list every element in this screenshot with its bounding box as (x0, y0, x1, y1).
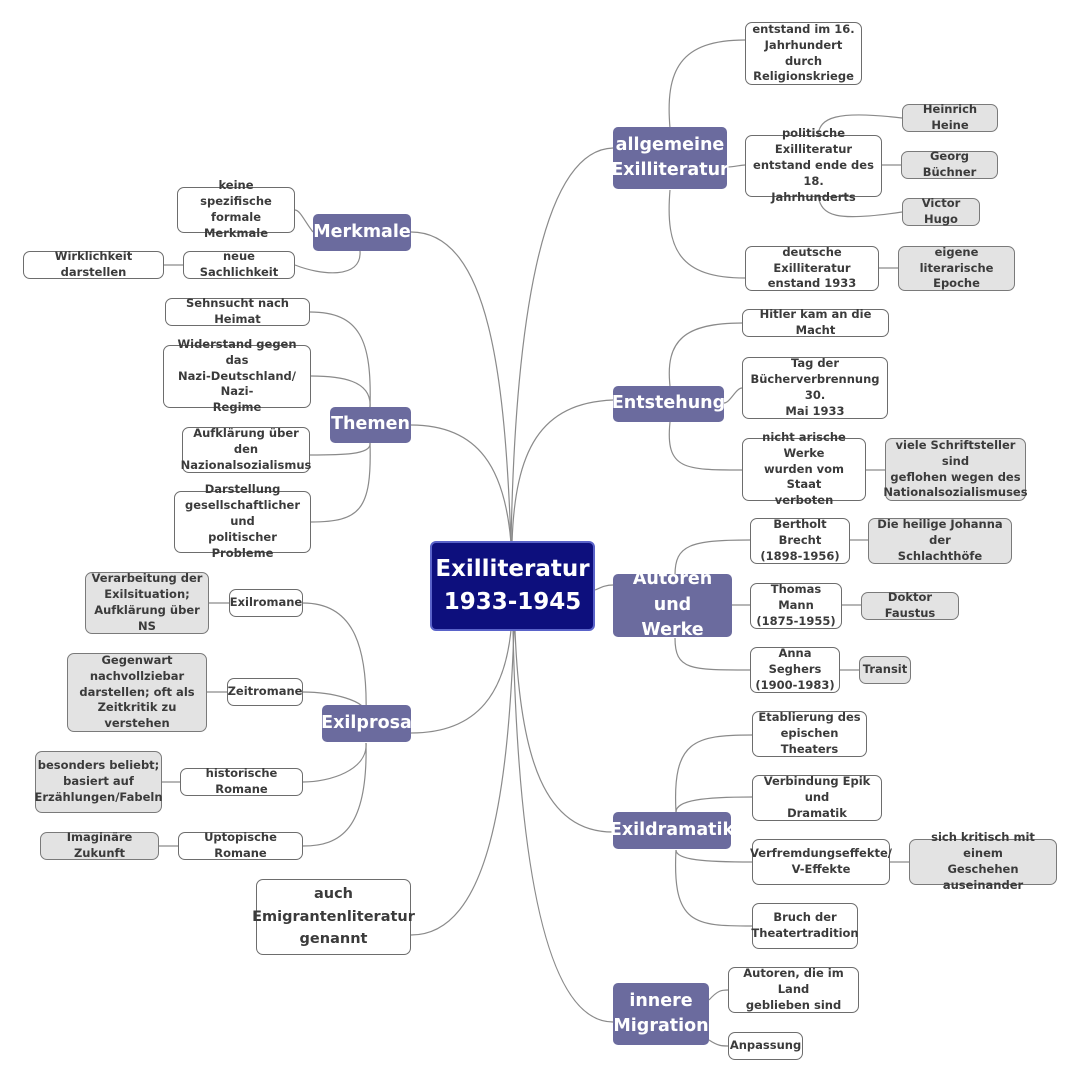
topic-exildramatik[interactable]: Exildramatik (610, 812, 734, 849)
link-pro-1 (302, 602, 367, 716)
link-allg-2 (726, 164, 746, 168)
detail-verarbeitung-exilsituation[interactable]: Verarbeitung der Exilsituation; Aufkläru… (85, 571, 209, 634)
topic-entstehung[interactable]: Entstehung (612, 386, 725, 422)
subtopic-darstellung-probleme[interactable]: Darstellung gesellschaftlicher und polit… (174, 482, 311, 560)
link-dram-2 (675, 796, 753, 813)
subtopic-uptopische-romane[interactable]: Uptopische Romane (178, 830, 303, 860)
subtopic-hitler-macht[interactable]: Hitler kam an die Macht (742, 307, 889, 337)
link-auch (410, 629, 515, 936)
subtopic-autoren-im-land[interactable]: Autoren, die im Land geblieben sind (728, 966, 859, 1013)
link-dram-3 (675, 849, 753, 863)
subtopic-politische-exilliteratur[interactable]: politische Exilliteratur entstand ende d… (745, 126, 882, 204)
detail-schriftsteller-geflohen[interactable]: viele Schriftsteller sind geflohen wegen… (883, 437, 1028, 501)
link-them-3 (309, 442, 371, 456)
subtopic-episches-theater[interactable]: Etablierung des epischen Theaters (752, 710, 867, 757)
link-pro-4 (302, 742, 367, 847)
work-heilige-johanna[interactable]: Die heilige Johanna der Schlachthöfe (868, 517, 1012, 564)
link-allgemeine (510, 147, 614, 544)
link-ent-2 (723, 387, 743, 404)
subtopic-anpassung[interactable]: Anpassung (728, 1032, 803, 1060)
link-allg-1 (668, 39, 746, 129)
link-inn-1 (708, 989, 729, 1001)
detail-imaginaere-zukunft[interactable]: Imaginäre Zukunft (40, 830, 159, 860)
link-merkmale (410, 231, 512, 544)
work-transit[interactable]: Transit (859, 656, 911, 684)
subtopic-bruch-theatertradition[interactable]: Bruch der Theatertradition (751, 903, 859, 949)
person-heinrich-heine[interactable]: Heinrich Heine (902, 102, 998, 132)
note-emigrantenliteratur[interactable]: auch Emigrantenliteratur genannt (252, 879, 415, 955)
subtopic-verfremdungseffekte[interactable]: Verfremdungseffekte/ V-Effekte (750, 839, 892, 885)
subtopic-epik-dramatik[interactable]: Verbindung Epik und Dramatik (752, 774, 882, 821)
detail-wirklichkeit-darstellen[interactable]: Wirklichkeit darstellen (23, 249, 164, 279)
author-seghers[interactable]: Anna Seghers (1900-1983) (750, 646, 840, 693)
link-them-4 (310, 442, 371, 523)
subtopic-zeitromane[interactable]: Zeitromane (227, 678, 303, 706)
subtopic-exilromane[interactable]: Exilromane (229, 589, 303, 617)
link-dram-1 (674, 734, 753, 813)
subtopic-16-jahrhundert[interactable]: entstand im 16. Jahrhundert durch Religi… (745, 22, 862, 85)
link-ent-1 (668, 322, 743, 387)
link-themen (410, 424, 512, 544)
link-exildramatik (514, 629, 614, 833)
subtopic-keine-merkmale[interactable]: keine spezifische formale Merkmale (177, 178, 295, 240)
detail-kritisch-auseinander[interactable]: sich kritisch mit einem Geschehen ausein… (909, 830, 1057, 892)
topic-exilprosa[interactable]: Exilprosa (321, 705, 412, 742)
link-them-2 (310, 375, 371, 408)
link-exilprosa (410, 629, 512, 734)
subtopic-neue-sachlichkeit[interactable]: neue Sachlichkeit (183, 249, 295, 279)
link-pro-3 (302, 742, 367, 783)
link-entstehung (511, 399, 614, 544)
link-innere (512, 629, 614, 1023)
topic-autoren-und-werke[interactable]: Autoren und Werke (613, 569, 732, 640)
subtopic-historische-romane[interactable]: historische Romane (180, 766, 303, 796)
link-them-1 (309, 311, 371, 408)
subtopic-nicht-arische-werke[interactable]: nicht arische Werke wurden vom Staat ver… (742, 430, 866, 507)
detail-gegenwart-zeitkritik[interactable]: Gegenwart nachvollziebar darstellen; oft… (67, 653, 207, 732)
detail-besonders-beliebt[interactable]: besonders beliebt; basiert auf Erzählung… (35, 751, 163, 813)
central-topic[interactable]: Exilliteratur 1933-1945 (430, 541, 595, 631)
subtopic-deutsche-exilliteratur[interactable]: deutsche Exilliteratur enstand 1933 (745, 245, 879, 291)
subtopic-sehnsucht-heimat[interactable]: Sehnsucht nach Heimat (165, 296, 310, 326)
link-merk-1 (294, 209, 314, 233)
topic-innere-migration[interactable]: innere Migration (613, 983, 709, 1045)
person-victor-hugo[interactable]: Victor Hugo (902, 196, 980, 226)
work-doktor-faustus[interactable]: Doktor Faustus (861, 590, 959, 620)
link-merk-2 (294, 250, 361, 274)
person-georg-buechner[interactable]: Georg Büchner (901, 149, 998, 179)
author-brecht[interactable]: Bertholt Brecht (1898-1956) (750, 517, 850, 564)
link-autoren (594, 584, 614, 591)
subtopic-widerstand[interactable]: Widerstand gegen das Nazi-Deutschland/ N… (163, 337, 311, 414)
link-allg-3 (668, 189, 746, 279)
author-mann[interactable]: Thomas Mann (1875-1955) (750, 582, 842, 629)
subtopic-aufklaerung[interactable]: Aufklärung über den Nazionalsozialismus (180, 426, 312, 473)
link-inn-2 (708, 1039, 729, 1047)
link-ent-3 (668, 421, 743, 471)
subtopic-buecherverbrennung[interactable]: Tag der Bücherverbrennung 30. Mai 1933 (742, 356, 888, 419)
detail-eigene-epoche[interactable]: eigene literarische Epoche (898, 245, 1015, 291)
link-dram-4 (674, 849, 753, 927)
topic-merkmale[interactable]: Merkmale (313, 214, 411, 251)
topic-allgemeine-exilliteratur[interactable]: allgemeine Exilliteratur (611, 127, 729, 189)
topic-themen[interactable]: Themen (330, 407, 411, 443)
